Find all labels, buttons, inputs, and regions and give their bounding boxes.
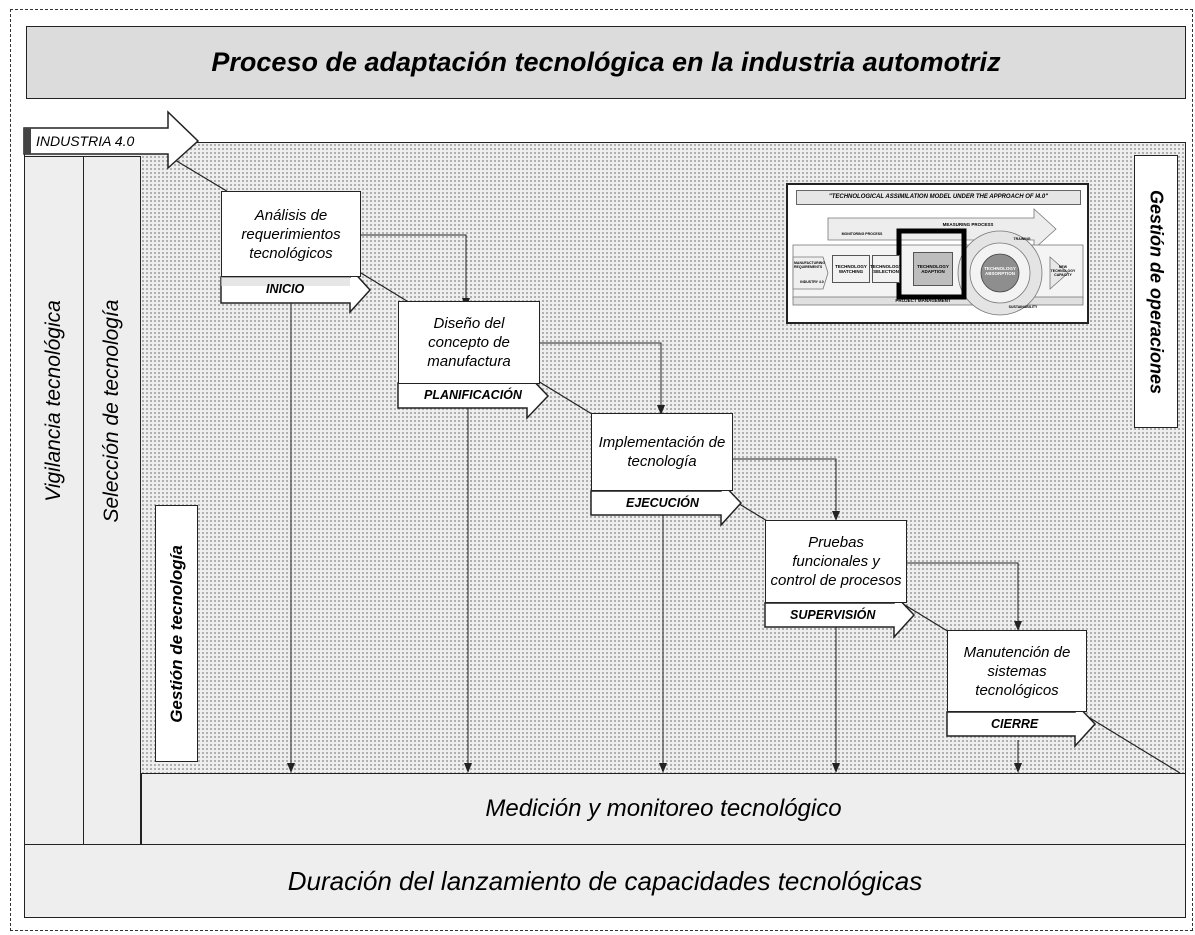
thumb-adaption: TECHNOLOGY ADAPTION	[913, 252, 953, 286]
thumb-sustainability: SUSTAINABILITY	[1008, 305, 1038, 309]
industria-arrow	[23, 110, 200, 170]
gestion-operaciones-box: Gestión de operaciones	[1134, 155, 1178, 428]
thumb-training: TRAINING	[1013, 237, 1031, 241]
thumb-industry: INDUSTRY 4.0	[800, 280, 824, 284]
outer-frame	[10, 9, 1193, 931]
thumb-absorption: TECHNOLOGY ABSORPTION	[984, 266, 1016, 276]
diagram-title: Proceso de adaptación tecnológica en la …	[211, 47, 1001, 77]
phase-inicio: INICIO	[266, 282, 305, 296]
step-analisis: Análisis de requerimientos tecnológicos	[221, 191, 361, 277]
phase-cierre: CIERRE	[991, 717, 1039, 731]
thumb-mfg-req: MANUFACTURING REQUIREMENTS	[794, 261, 825, 269]
step-manutencion: Manutención de sistemas tecnológicos	[947, 630, 1087, 712]
step-pruebas: Pruebas funcionales y control de proceso…	[765, 520, 907, 603]
gestion-tecnologia-label: Gestión de tecnología	[166, 544, 186, 723]
vigilancia-column: Vigilancia tecnológica	[24, 156, 84, 846]
thumb-new-cap: NEW TECHNOLOGY CAPACITY	[1050, 265, 1076, 277]
thumb-watching: TECHNOLOGY WATCHING	[832, 255, 870, 283]
seleccion-column: Selección de tecnología	[83, 156, 141, 846]
connector-4	[907, 562, 1019, 623]
connector-3	[733, 458, 837, 513]
thumb-measuring: MEASURING PROCESS	[942, 222, 994, 227]
connector-1	[360, 234, 467, 300]
measurement-label: Medición y monitoreo tecnológico	[485, 795, 842, 822]
phase-ejecucion: EJECUCIÓN	[626, 496, 699, 510]
duration-bar: Duración del lanzamiento de capacidades …	[24, 844, 1186, 918]
thumb-monitoring: MONITORING PROCESS	[841, 232, 883, 236]
phase-arrow-1	[220, 266, 372, 314]
title-bar: Proceso de adaptación tecnológica en la …	[26, 26, 1186, 99]
model-thumbnail: "TECHNOLOGICAL ASSIMILATION MODEL UNDER …	[786, 183, 1089, 324]
thumb-title: "TECHNOLOGICAL ASSIMILATION MODEL UNDER …	[796, 190, 1081, 205]
phase-supervision: SUPERVISIÓN	[790, 608, 876, 622]
step-implementacion: Implementación de tecnología	[591, 413, 733, 491]
industria-label: INDUSTRIA 4.0	[36, 133, 135, 149]
duration-label: Duración del lanzamiento de capacidades …	[287, 865, 923, 896]
phase-planificacion: PLANIFICACIÓN	[424, 388, 522, 402]
connector-2	[540, 342, 662, 407]
measurement-bar: Medición y monitoreo tecnológico	[141, 773, 1186, 845]
step-diseno: Diseño del concepto de manufactura	[398, 301, 540, 384]
gestion-tecnologia-box: Gestión de tecnología	[155, 505, 198, 762]
thumb-selection: TECHNOLOGY SELECTION	[870, 255, 902, 283]
thumb-project: PROJECT MANAGEMENT	[895, 298, 951, 303]
gestion-operaciones-label: Gestión de operaciones	[1146, 189, 1167, 394]
